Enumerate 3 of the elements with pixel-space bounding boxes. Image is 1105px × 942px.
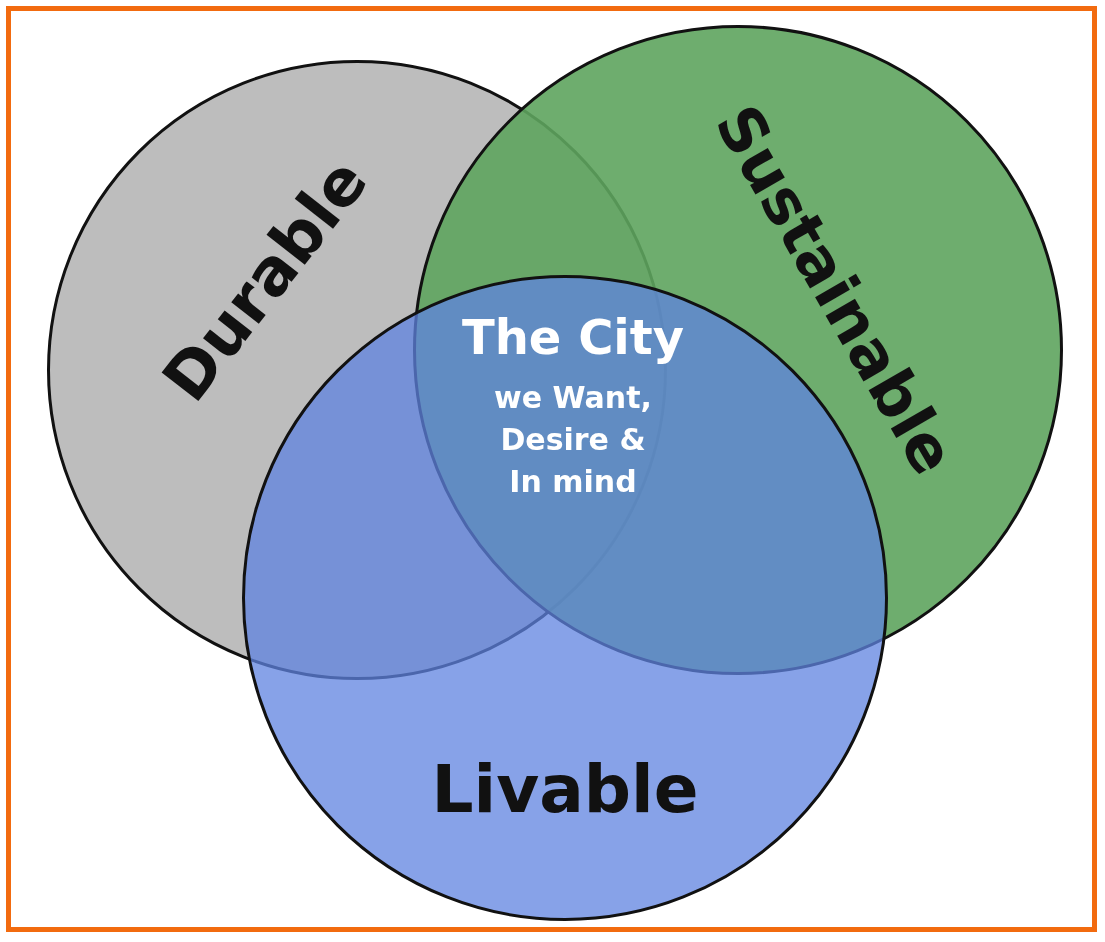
center-text: we Want, Desire & In mind [493, 379, 653, 501]
circle-label: Livable [431, 757, 699, 823]
center-title: The City [460, 308, 686, 368]
